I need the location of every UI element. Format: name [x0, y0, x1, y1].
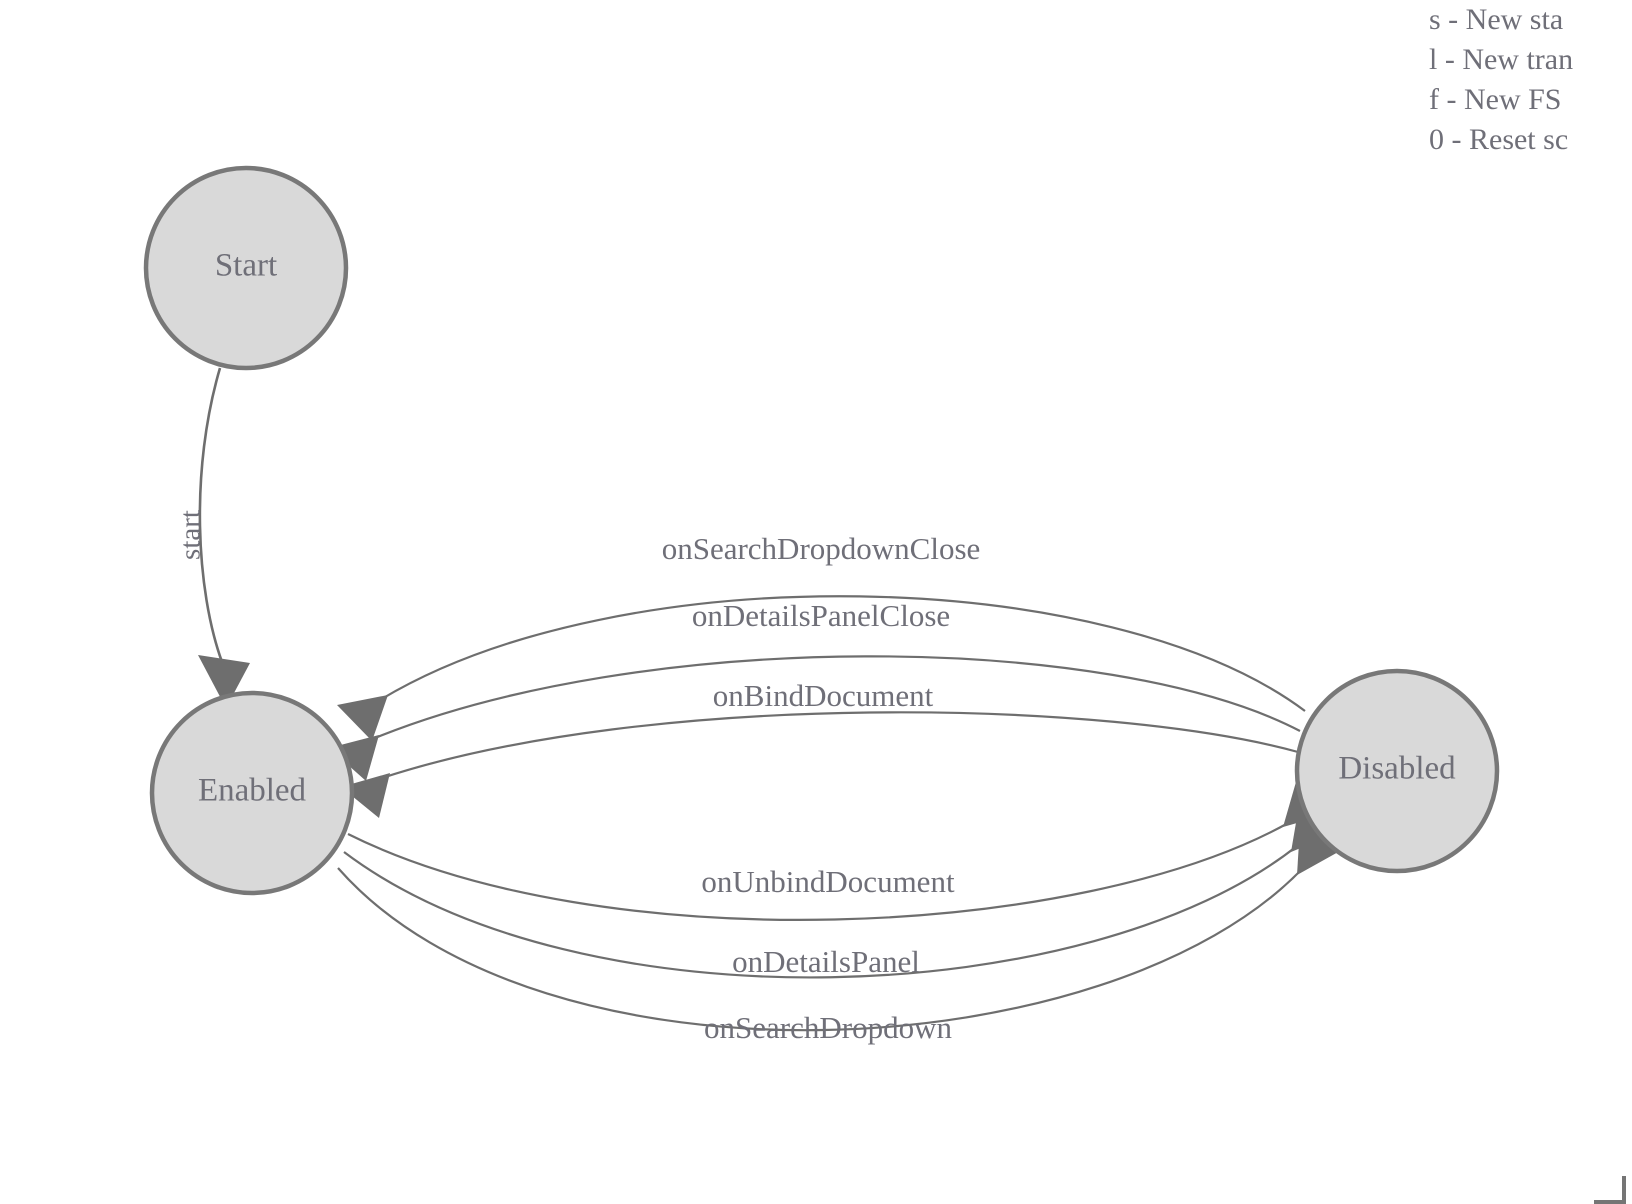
- transition-label: onDetailsPanelClose: [692, 598, 950, 633]
- transition-onBindDocument[interactable]: onBindDocument: [341, 678, 1299, 818]
- corner-horizontal-rule: [1594, 1200, 1626, 1204]
- state-node-label: Start: [215, 248, 277, 284]
- state-node-circle[interactable]: [143, 165, 349, 371]
- canvas-resize-corner-marker[interactable]: [1594, 1176, 1632, 1204]
- transition-onUnbindDocument[interactable]: onUnbindDocument: [347, 782, 1332, 921]
- state-node-circle[interactable]: [1294, 668, 1500, 874]
- transition-onSearchDropdownClose[interactable]: onSearchDropdownClose: [337, 531, 1306, 741]
- transition-label: onSearchDropdown: [704, 1010, 952, 1045]
- state-node-start[interactable]: Start: [143, 165, 349, 371]
- transition-label: onSearchDropdownClose: [662, 531, 981, 566]
- transition-label: start: [175, 510, 207, 560]
- transition-path[interactable]: [381, 711, 1299, 780]
- corner-vertical-rule: [1622, 1176, 1626, 1204]
- transition-label: onDetailsPanel: [732, 944, 920, 979]
- transition-path[interactable]: [369, 655, 1301, 742]
- transition-onDetailsPanelClose[interactable]: onDetailsPanelClose: [329, 598, 1301, 781]
- arrowhead-icon: [198, 655, 250, 708]
- transition-path[interactable]: [379, 595, 1306, 712]
- transition-path[interactable]: [198, 367, 224, 663]
- transition-path[interactable]: [343, 845, 1298, 979]
- state-node-disabled[interactable]: Disabled: [1294, 668, 1500, 874]
- state-node-label: Enabled: [198, 773, 307, 809]
- transition-path[interactable]: [337, 867, 1304, 1032]
- arrowhead-icon: [337, 695, 388, 741]
- state-node-label: Disabled: [1338, 751, 1456, 787]
- transition-start[interactable]: start: [175, 367, 250, 708]
- state-node-enabled[interactable]: Enabled: [149, 690, 355, 896]
- state-node-circle[interactable]: [149, 690, 355, 896]
- arrowhead-icon: [1297, 826, 1340, 875]
- transition-onSearchDropdown[interactable]: onSearchDropdown: [337, 826, 1340, 1045]
- transition-path[interactable]: [347, 821, 1291, 921]
- transition-label: onUnbindDocument: [701, 864, 955, 899]
- transition-label: onBindDocument: [713, 678, 934, 713]
